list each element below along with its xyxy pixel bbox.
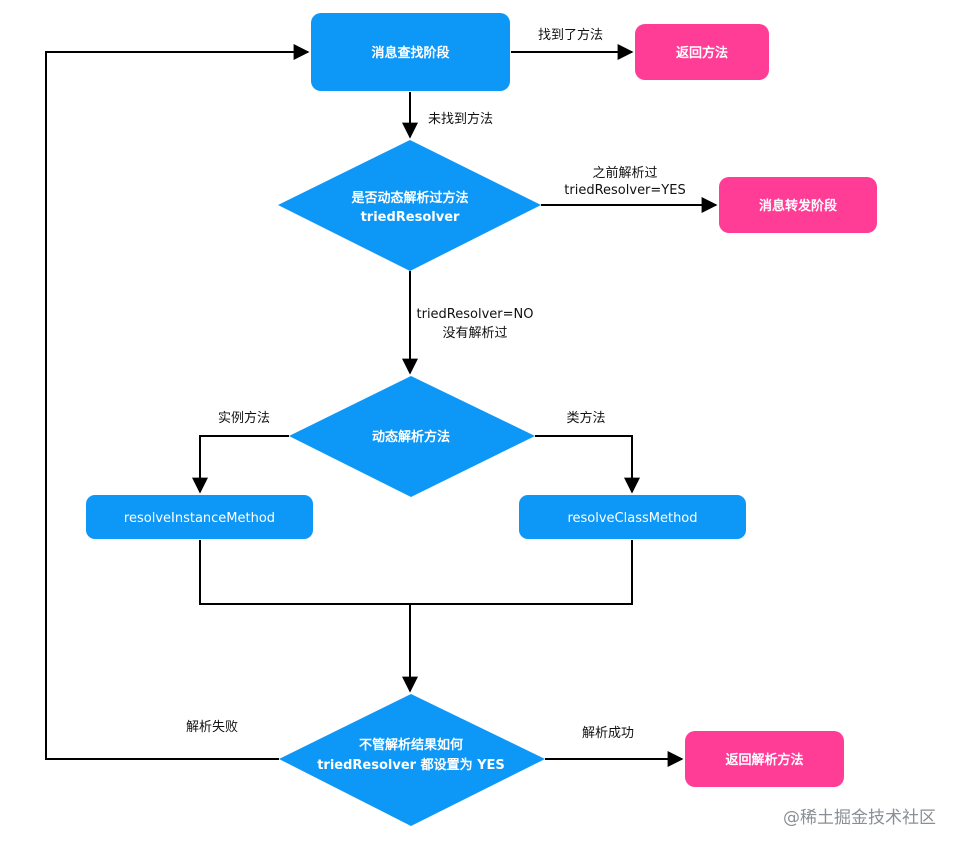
- node-return-method-label: 返回方法: [676, 45, 728, 61]
- edge-label-instance-method: 实例方法: [218, 410, 270, 426]
- edge-label-resolve-fail: 解析失败: [186, 720, 238, 735]
- node-decision-resolved-line2: triedResolver: [361, 210, 460, 225]
- node-set-resolved-line2: triedResolver 都设置为 YES: [317, 757, 505, 773]
- node-return-method-shape: [635, 24, 769, 80]
- connectors: [45, 44, 718, 767]
- node-lookup[interactable]: 消息查找阶段: [311, 13, 510, 91]
- edge-label-resolve-success: 解析成功: [582, 726, 634, 741]
- node-resolve-class-label: resolveClassMethod: [567, 511, 697, 526]
- node-dynamic-resolve[interactable]: 动态解析方法: [289, 376, 535, 497]
- node-forwarding[interactable]: 消息转发阶段: [719, 177, 877, 233]
- node-resolve-instance[interactable]: resolveInstanceMethod: [86, 495, 313, 539]
- node-forwarding-shape: [719, 177, 877, 233]
- edge-label-found: 找到了方法: [538, 27, 603, 43]
- node-dynamic-resolve-shape: [289, 376, 535, 497]
- node-resolve-class[interactable]: resolveClassMethod: [519, 495, 746, 539]
- node-return-resolved-label: 返回解析方法: [725, 752, 803, 768]
- edge-label-resolved-before-1: 之前解析过: [592, 165, 657, 181]
- node-set-resolved[interactable]: 不管解析结果如何 triedResolver 都设置为 YES: [279, 694, 545, 826]
- edge-fail-loop: [45, 44, 310, 760]
- node-dynamic-resolve-label: 动态解析方法: [372, 429, 450, 445]
- node-return-method[interactable]: 返回方法: [635, 24, 769, 80]
- edge-merge-lines: [199, 540, 633, 605]
- edge-dynamic-to-instance: [192, 435, 289, 494]
- node-resolve-class-shape: [519, 495, 746, 539]
- edge-label-not-resolved-2: 没有解析过: [442, 326, 507, 341]
- node-set-resolved-shape: [279, 694, 545, 826]
- node-lookup-shape: [311, 13, 510, 91]
- edge-label-not-resolved-1: triedResolver=NO: [417, 307, 534, 322]
- node-return-resolved[interactable]: 返回解析方法: [685, 731, 844, 787]
- node-resolve-instance-label: resolveInstanceMethod: [124, 511, 275, 526]
- watermark: @稀土掘金技术社区: [783, 808, 936, 828]
- node-decision-resolved-shape: [278, 140, 541, 271]
- node-forwarding-label: 消息转发阶段: [759, 198, 837, 214]
- edge-label-class-method: 类方法: [566, 410, 605, 426]
- node-decision-resolved-line1: 是否动态解析过方法: [350, 190, 468, 206]
- node-set-resolved-line1: 不管解析结果如何: [359, 737, 463, 753]
- edge-dynamic-to-class: [535, 435, 640, 494]
- node-resolve-instance-shape: [86, 495, 313, 539]
- node-lookup-label: 消息查找阶段: [371, 45, 449, 61]
- node-decision-resolved[interactable]: 是否动态解析过方法 triedResolver: [278, 140, 541, 271]
- edge-label-resolved-before-2: triedResolver=YES: [564, 183, 685, 198]
- node-return-resolved-shape: [685, 731, 844, 787]
- edge-label-not-found: 未找到方法: [428, 111, 493, 127]
